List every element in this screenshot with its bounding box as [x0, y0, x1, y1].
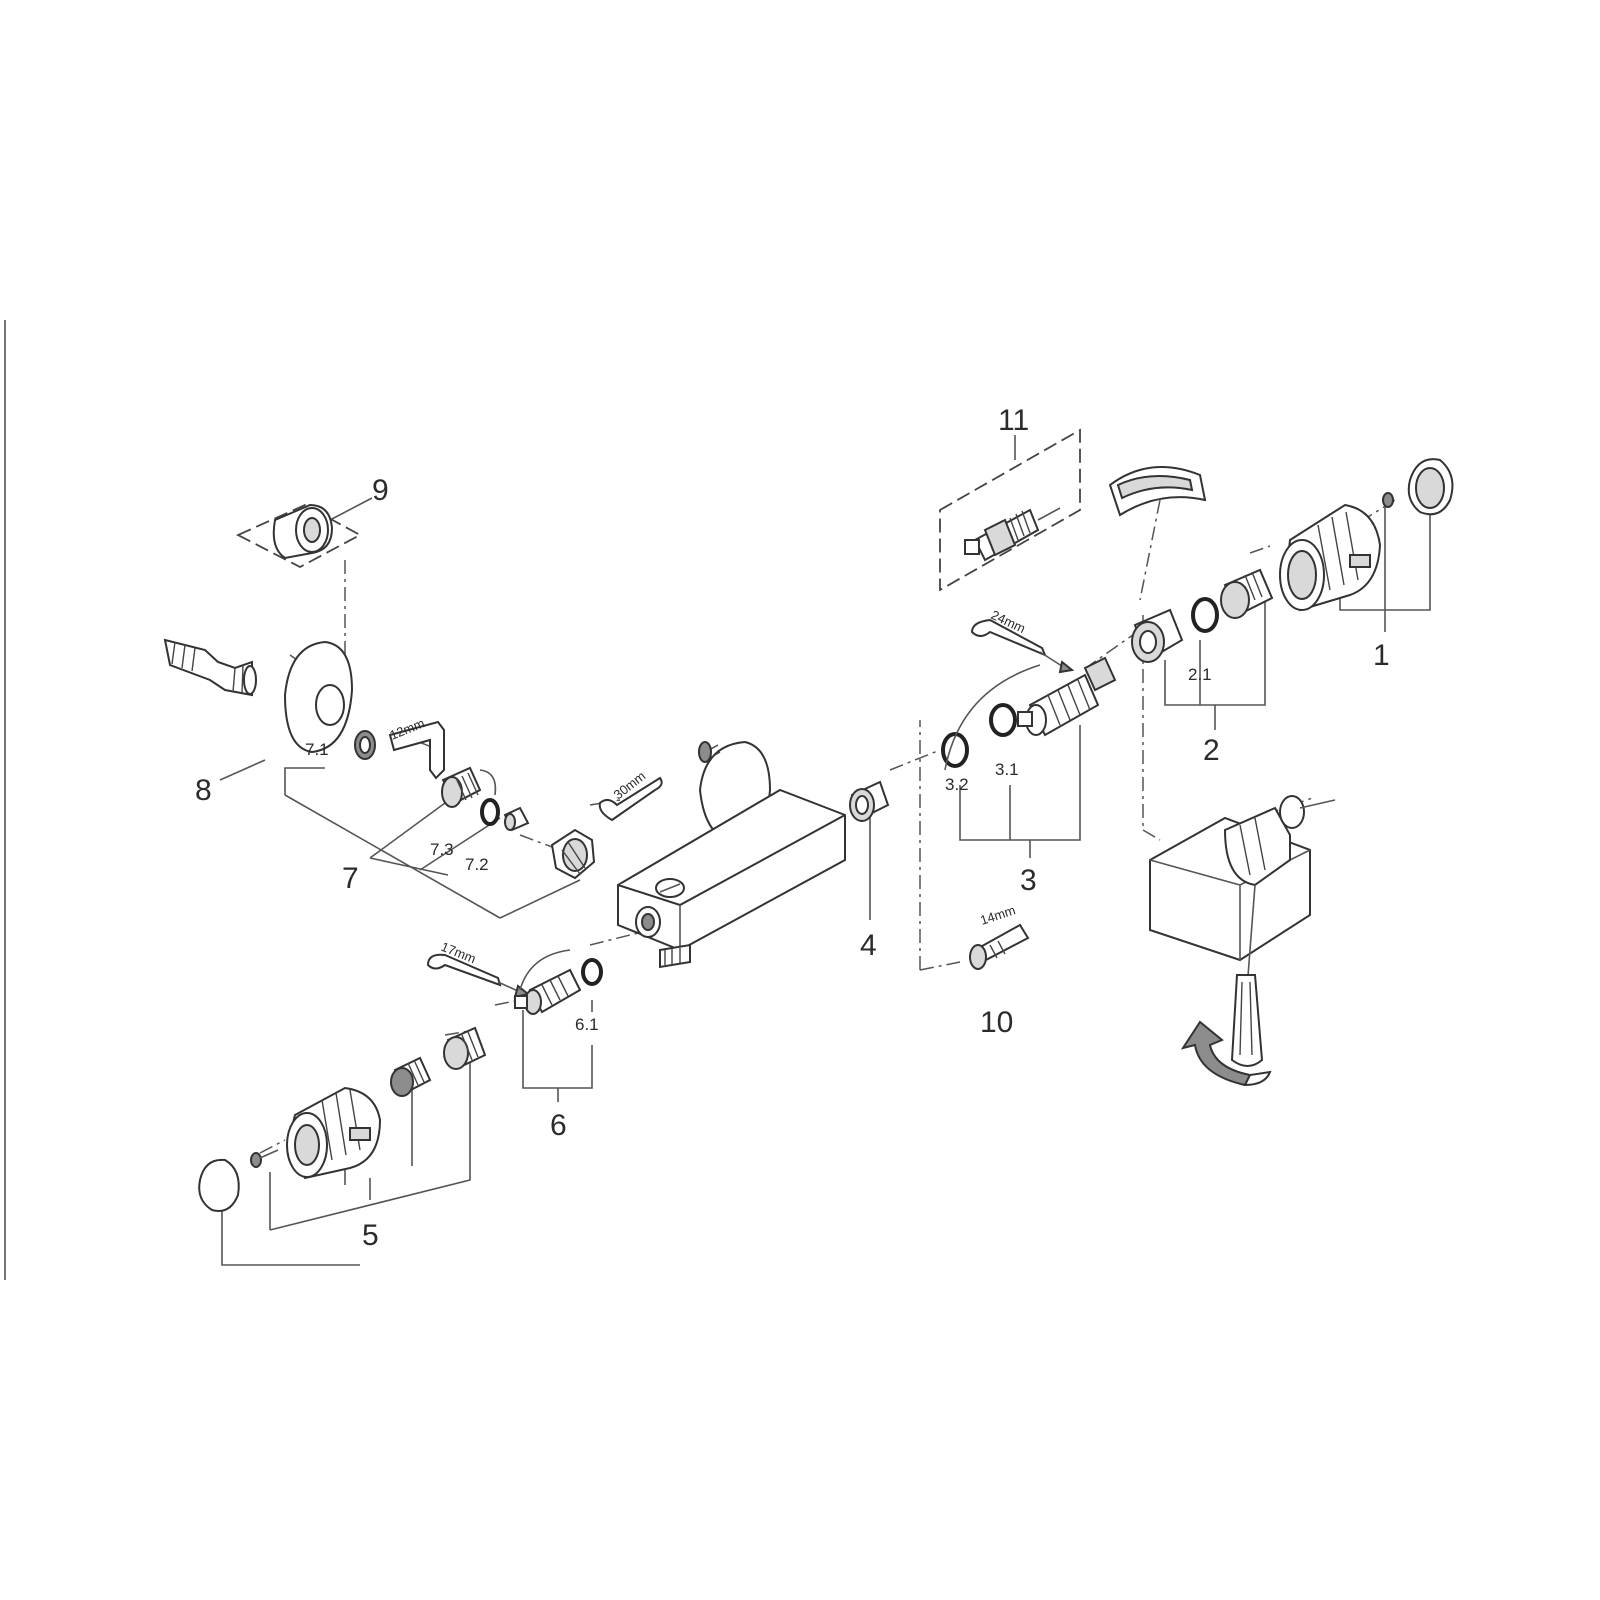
- label-1: 1: [1373, 639, 1390, 672]
- part-7-3-o-ring: [480, 798, 500, 826]
- part-5-handle: [286, 1086, 382, 1180]
- wrench-17mm-icon: 17mm: [426, 939, 531, 999]
- label-8: 8: [195, 774, 212, 807]
- part-8-rosette: [283, 640, 354, 754]
- part-3-2-o-ring: [941, 732, 969, 768]
- part-2-stop-ring: [1220, 568, 1274, 619]
- label-5: 5: [362, 1219, 379, 1252]
- part-10-non-return-valve: 14mm: [969, 902, 1030, 970]
- wrench-24mm-icon: 24mm: [970, 607, 1075, 674]
- mixer-body: [617, 740, 846, 969]
- part-7-2-insert: [503, 806, 530, 832]
- part-5-cap: [198, 1158, 240, 1212]
- part-2-nut: [1131, 608, 1184, 663]
- hex-key-12mm-icon: 12mm: [388, 715, 445, 780]
- label-2-1: 2.1: [1188, 665, 1212, 684]
- label-10: 10: [980, 1006, 1013, 1039]
- label-7-2: 7.2: [465, 855, 489, 874]
- part-1-cap: [1407, 458, 1454, 516]
- label-3: 3: [1020, 864, 1037, 897]
- optional-part-box-9: [235, 503, 362, 569]
- label-9: 9: [372, 474, 389, 507]
- part-11-cartridge: [964, 507, 1061, 562]
- part-3-1-o-ring: [989, 703, 1017, 737]
- part-6-1-o-ring: [581, 958, 603, 986]
- part-2-1-o-ring: [1191, 597, 1219, 633]
- label-6-1: 6.1: [575, 1015, 599, 1034]
- label-7: 7: [342, 862, 359, 895]
- part-2-handle-cover: [1108, 466, 1207, 517]
- part-3-thermostat-cartridge: [944, 656, 1117, 771]
- label-2: 2: [1203, 734, 1220, 767]
- wrench-14mm-label: 14mm: [978, 902, 1017, 927]
- part-5-stop-ring: [443, 1026, 487, 1070]
- label-7-3: 7.3: [430, 840, 454, 859]
- part-7-1-washer: [354, 730, 376, 760]
- part-7-3-check-valve: [441, 766, 497, 808]
- part-9-adapter: [272, 503, 334, 560]
- part-5-screw: [250, 1149, 279, 1168]
- part-number-labels: 1 2 2.1 3 3.1 3.2 4 5 6 6.1 7 7.1 7.2 7.…: [195, 404, 1390, 1252]
- label-3-2: 3.2: [945, 775, 969, 794]
- part-4-adapter: [849, 780, 890, 822]
- part-1-handle: [1279, 503, 1382, 612]
- part-6-cartridge: [514, 949, 582, 1015]
- label-6: 6: [550, 1109, 567, 1142]
- detail-inset-screwdriver: [1149, 795, 1336, 1087]
- part-5-adapter: [390, 1056, 432, 1097]
- part-1-screw: [1382, 492, 1394, 508]
- optional-part-box-11: [939, 428, 1081, 592]
- part-8-s-union: [163, 638, 257, 697]
- label-4: 4: [860, 929, 877, 962]
- label-7-1: 7.1: [305, 740, 329, 759]
- label-3-1: 3.1: [995, 760, 1019, 779]
- label-11: 11: [998, 404, 1029, 437]
- part-7-nut: [550, 828, 596, 880]
- wrench-30mm-icon: 30mm: [598, 768, 663, 822]
